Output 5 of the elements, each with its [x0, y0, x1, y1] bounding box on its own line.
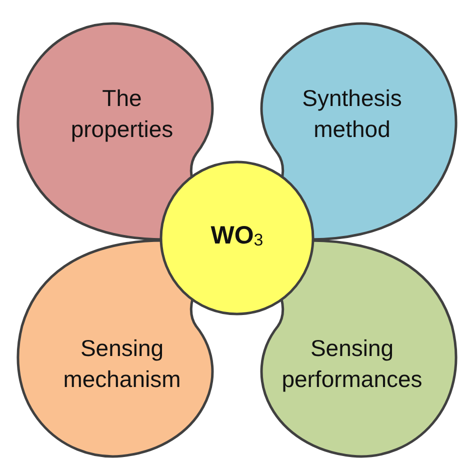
petal-label: Synthesis method: [301, 84, 403, 144]
petal-label: Sensing mechanism: [62, 334, 182, 394]
petal-label: Sensing performances: [280, 334, 424, 394]
petal-label: The properties: [70, 84, 174, 144]
center-label: WO$_{3}$: [210, 220, 264, 252]
